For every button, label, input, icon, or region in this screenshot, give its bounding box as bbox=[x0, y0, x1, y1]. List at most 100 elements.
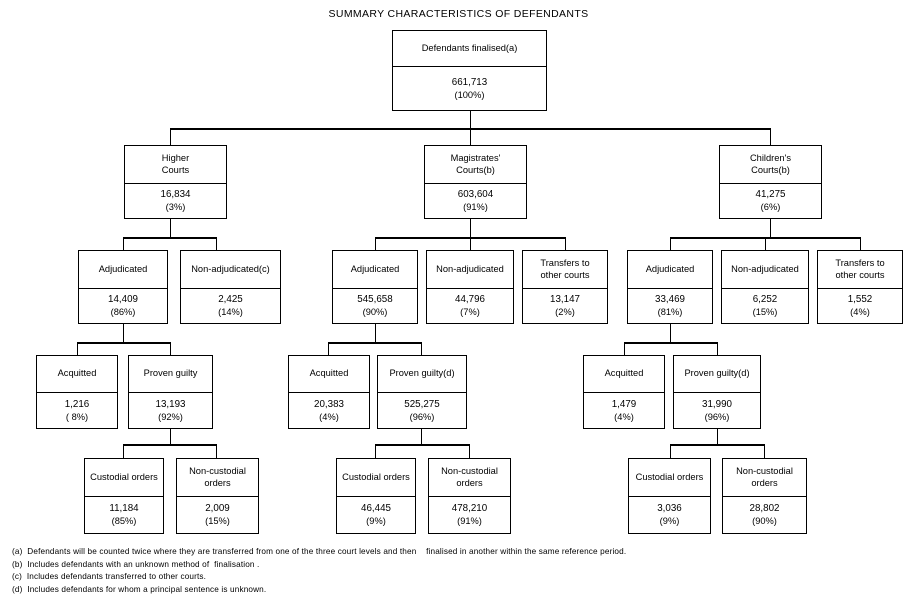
node-label-line1: Non-custodial bbox=[736, 466, 793, 476]
connector-higher-stem bbox=[169, 218, 172, 238]
node-value-block: 2,009 (15%) bbox=[177, 497, 258, 533]
node-percent: (4%) bbox=[614, 411, 634, 422]
node-value-block: 545,658 (90%) bbox=[333, 289, 417, 323]
node-count: 478,210 bbox=[451, 503, 488, 514]
node-count: 2,425 bbox=[218, 294, 243, 305]
node-childrens-adjudicated[interactable]: Adjudicated 33,469 (81%) bbox=[627, 250, 713, 324]
node-label: Adjudicated bbox=[79, 251, 167, 289]
node-magistrates-acquitted[interactable]: Acquitted 20,383 (4%) bbox=[288, 355, 370, 429]
node-childrens-non-custodial-orders[interactable]: Non-custodial orders 28,802 (90%) bbox=[722, 458, 807, 534]
node-label-line2: Courts bbox=[161, 164, 190, 175]
connector-c-adj-bus bbox=[624, 342, 717, 344]
node-magistrates-non-adjudicated[interactable]: Non-adjudicated 44,796 (7%) bbox=[426, 250, 514, 324]
node-count: 6,252 bbox=[752, 294, 778, 305]
connector-higher-bus bbox=[123, 237, 217, 239]
node-value-block: 13,193 (92%) bbox=[129, 393, 212, 428]
connector-to-m-adj bbox=[374, 237, 377, 253]
connector-to-m-guilty bbox=[420, 342, 423, 358]
node-percent: (91%) bbox=[463, 202, 488, 212]
node-value-block: 1,216 ( 8%) bbox=[37, 393, 117, 428]
node-label: Higher Courts bbox=[125, 146, 226, 184]
node-defendants-finalised[interactable]: Defendants finalised(a) 661,713 (100%) bbox=[392, 30, 547, 111]
node-value-block: 661,713 (100%) bbox=[393, 67, 546, 110]
node-label: Proven guilty bbox=[129, 356, 212, 393]
connector-to-childrens bbox=[769, 128, 772, 146]
connector-to-h-adj bbox=[122, 237, 125, 253]
node-percent: (96%) bbox=[704, 411, 730, 422]
connector-to-c-nonadj bbox=[764, 237, 767, 253]
node-label: Proven guilty(d) bbox=[378, 356, 466, 393]
node-childrens-custodial-orders[interactable]: Custodial orders 3,036 (9%) bbox=[628, 458, 711, 534]
node-label: Transfers to other courts bbox=[818, 251, 902, 289]
node-childrens-transfers[interactable]: Transfers to other courts 1,552 (4%) bbox=[817, 250, 903, 324]
node-count: 11,184 bbox=[109, 503, 139, 514]
node-percent: (3%) bbox=[165, 202, 186, 212]
node-magistrates-proven-guilty[interactable]: Proven guilty(d) 525,275 (96%) bbox=[377, 355, 467, 429]
connector-to-c-acq bbox=[623, 342, 626, 358]
footnotes: (a) Defendants will be counted twice whe… bbox=[12, 546, 902, 596]
node-label-line2: other courts bbox=[540, 269, 590, 280]
node-magistrates-courts[interactable]: Magistrates' Courts(b) 603,604 (91%) bbox=[424, 145, 527, 219]
node-label-line2: orders bbox=[751, 477, 778, 488]
connector-h-guilty-bus bbox=[123, 444, 217, 446]
node-count: 3,036 bbox=[657, 503, 682, 514]
node-count: 41,275 bbox=[755, 189, 786, 200]
node-value-block: 20,383 (4%) bbox=[289, 393, 369, 428]
node-label-line2: Courts(b) bbox=[456, 164, 495, 175]
node-count: 2,009 bbox=[205, 503, 230, 514]
node-percent: (14%) bbox=[218, 307, 243, 317]
node-count: 46,445 bbox=[361, 503, 391, 514]
connector-to-c-adj bbox=[669, 237, 672, 253]
node-higher-proven-guilty[interactable]: Proven guilty 13,193 (92%) bbox=[128, 355, 213, 429]
node-percent: (6%) bbox=[760, 202, 781, 212]
node-magistrates-transfers[interactable]: Transfers to other courts 13,147 (2%) bbox=[522, 250, 608, 324]
node-higher-acquitted[interactable]: Acquitted 1,216 ( 8%) bbox=[36, 355, 118, 429]
node-count: 545,658 bbox=[357, 294, 393, 305]
node-higher-adjudicated[interactable]: Adjudicated 14,409 (86%) bbox=[78, 250, 168, 324]
connector-m-guilty-bus bbox=[375, 444, 469, 446]
node-value-block: 28,802 (90%) bbox=[723, 497, 806, 533]
node-label-line2: other courts bbox=[835, 269, 885, 280]
connector-h-adj-bus bbox=[77, 342, 170, 344]
node-count: 31,990 bbox=[702, 398, 732, 410]
connector-to-h-guilty bbox=[169, 342, 172, 358]
node-count: 1,552 bbox=[847, 294, 873, 305]
node-childrens-non-adjudicated[interactable]: Non-adjudicated 6,252 (15%) bbox=[721, 250, 809, 324]
node-higher-custodial-orders[interactable]: Custodial orders 11,184 (85%) bbox=[84, 458, 164, 534]
connector-to-m-acq bbox=[327, 342, 330, 358]
node-label-line1: Transfers to bbox=[540, 258, 590, 268]
connector-childrens-stem bbox=[769, 218, 772, 238]
connector-to-m-cust bbox=[374, 444, 377, 459]
node-label: Defendants finalised(a) bbox=[393, 31, 546, 67]
node-count: 13,193 bbox=[155, 398, 186, 410]
node-count: 28,802 bbox=[749, 503, 780, 514]
node-magistrates-adjudicated[interactable]: Adjudicated 545,658 (90%) bbox=[332, 250, 418, 324]
node-value-block: 1,552 (4%) bbox=[818, 289, 902, 323]
node-higher-courts[interactable]: Higher Courts 16,834 (3%) bbox=[124, 145, 227, 219]
node-value-block: 525,275 (96%) bbox=[378, 393, 466, 428]
node-label: Proven guilty(d) bbox=[674, 356, 760, 393]
node-count: 16,834 bbox=[160, 189, 191, 200]
node-value-block: 2,425 (14%) bbox=[181, 289, 280, 323]
connector-to-m-trans bbox=[564, 237, 567, 253]
node-count: 20,383 bbox=[314, 398, 344, 410]
node-magistrates-custodial-orders[interactable]: Custodial orders 46,445 (9%) bbox=[336, 458, 416, 534]
node-percent: (91%) bbox=[457, 516, 482, 526]
connector-to-c-trans bbox=[859, 237, 862, 253]
node-higher-non-custodial-orders[interactable]: Non-custodial orders 2,009 (15%) bbox=[176, 458, 259, 534]
footnote-b: (b) Includes defendants with an unknown … bbox=[12, 559, 260, 569]
connector-to-c-guilty bbox=[716, 342, 719, 358]
node-label-line1: Higher bbox=[161, 153, 190, 163]
node-count: 1,479 bbox=[611, 398, 637, 410]
node-percent: (90%) bbox=[752, 516, 777, 526]
node-value-block: 1,479 (4%) bbox=[584, 393, 664, 428]
node-label-line1: Transfers to bbox=[835, 258, 885, 268]
page-title: SUMMARY CHARACTERISTICS OF DEFENDANTS bbox=[328, 8, 589, 20]
node-childrens-courts[interactable]: Children's Courts(b) 41,275 (6%) bbox=[719, 145, 822, 219]
node-value-block: 33,469 (81%) bbox=[628, 289, 712, 323]
node-magistrates-non-custodial-orders[interactable]: Non-custodial orders 478,210 (91%) bbox=[428, 458, 511, 534]
node-childrens-proven-guilty[interactable]: Proven guilty(d) 31,990 (96%) bbox=[673, 355, 761, 429]
node-higher-non-adjudicated[interactable]: Non-adjudicated(c) 2,425 (14%) bbox=[180, 250, 281, 324]
node-value-block: 31,990 (96%) bbox=[674, 393, 760, 428]
node-childrens-acquitted[interactable]: Acquitted 1,479 (4%) bbox=[583, 355, 665, 429]
